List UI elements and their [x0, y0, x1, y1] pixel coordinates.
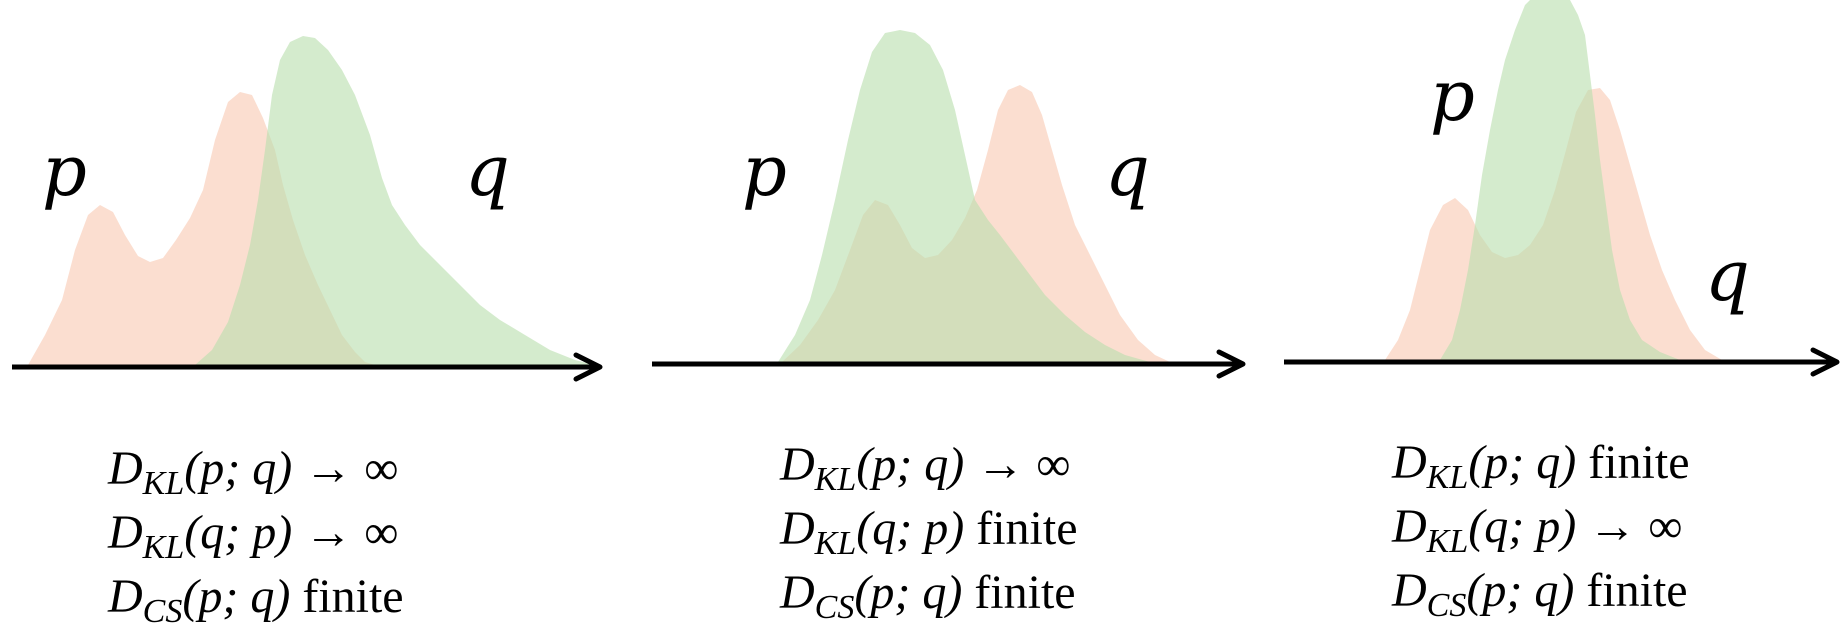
p-label: p	[42, 130, 87, 212]
q-label: q	[1705, 235, 1750, 317]
q-label: q	[465, 130, 510, 212]
divergence-line: DKL(q; p)→ ∞	[107, 506, 398, 566]
panel-2: p q DKL(p; q)→ ∞ DKL(q; p)finite DCS(p; …	[652, 30, 1246, 626]
divergence-line: DKL(p; q)→ ∞	[779, 438, 1070, 498]
p-label: p	[742, 130, 787, 212]
divergence-line: DCS(p; q)finite	[107, 570, 404, 630]
divergence-line: DKL(p; q)→ ∞	[107, 442, 398, 502]
panel-3: p q DKL(p; q)finite DKL(q; p)→ ∞ DCS(p; …	[1284, 0, 1840, 624]
distribution-q-shape	[1440, 0, 1680, 360]
divergence-line: DKL(q; p)finite	[779, 502, 1078, 562]
x-axis-arrowhead	[573, 352, 603, 382]
panel-1: p q DKL(p; q)→ ∞ DKL(q; p)→ ∞ DCS(p; q)f…	[12, 36, 603, 630]
divergence-line: DKL(p; q)finite	[1391, 436, 1690, 496]
p-label: p	[1430, 55, 1475, 137]
distribution-q-shape	[778, 30, 1150, 362]
divergence-line: DCS(p; q)finite	[1391, 564, 1688, 624]
x-axis-arrowhead	[1810, 347, 1840, 377]
divergence-line: DKL(q; p)→ ∞	[1391, 500, 1682, 560]
x-axis-arrowhead	[1216, 349, 1246, 379]
divergence-line: DCS(p; q)finite	[779, 566, 1076, 626]
q-label: q	[1105, 130, 1150, 212]
distribution-q-shape	[195, 36, 595, 365]
